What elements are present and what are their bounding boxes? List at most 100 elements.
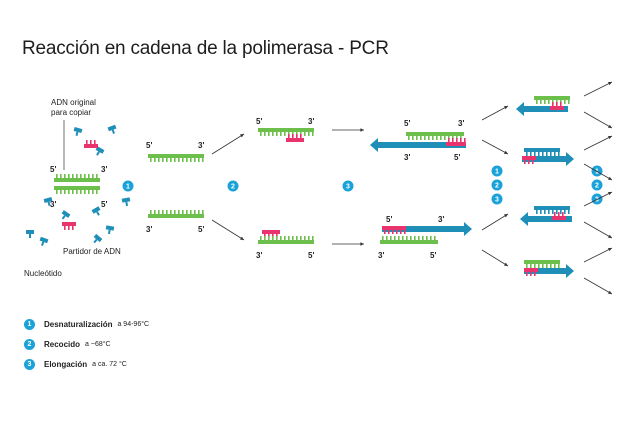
copy-template-strand-tooth	[550, 152, 552, 156]
cycle-step-2-badge	[491, 179, 503, 191]
annealed-template-bottom-tooth	[300, 236, 302, 240]
elongation-template-bottom-tooth	[414, 236, 416, 240]
copy-template-strand-tooth	[538, 264, 540, 268]
original-dna-top-strand-tooth	[84, 174, 86, 178]
original-dna-top-strand-tooth	[64, 174, 66, 178]
flow-arrow-head	[360, 242, 364, 246]
nucleotide-icon	[93, 233, 103, 244]
copy-primer	[522, 156, 536, 160]
copy-template-strand-tooth	[568, 210, 570, 214]
elongation-template-bottom-tooth	[426, 236, 428, 240]
copy-template-strand-tooth	[534, 264, 536, 268]
cycle-step-1-badge-number: 1	[495, 169, 499, 176]
original-dna-bottom-strand-tooth	[92, 190, 94, 194]
nucleotide-icon-stem	[111, 129, 115, 134]
denatured-strand-top-tooth	[174, 158, 176, 162]
legend: 1 Desnaturalización a 94-96°C 2 Recocido…	[24, 314, 149, 374]
denatured-strand-bottom-tooth	[202, 210, 204, 214]
end-label-5prime: 5'	[50, 165, 56, 174]
elongation-template-top-tooth	[428, 136, 430, 140]
nucleotide-icon	[91, 206, 101, 216]
flow-arrow	[583, 111, 613, 129]
legend-item-denaturation: 1 Desnaturalización a 94-96°C	[24, 314, 149, 334]
annealed-template-top-tooth	[280, 132, 282, 136]
cycle-step-3-badge	[591, 193, 603, 205]
end-label-5prime: 5'	[454, 153, 460, 162]
annealed-primer-bottom	[262, 230, 280, 234]
flow-arrow-head	[504, 106, 508, 110]
annealed-template-bottom-tooth	[292, 236, 294, 240]
end-label-3prime: 3'	[404, 153, 410, 162]
copy-primer-tooth	[556, 102, 558, 106]
copy-template-strand-tooth	[554, 152, 556, 156]
original-dna-top-strand-tooth	[96, 174, 98, 178]
copy-template-strand-tooth	[536, 100, 538, 104]
elongation-primer-top-tooth	[452, 138, 454, 142]
elongation-template-top-tooth	[420, 136, 422, 140]
step-2-badge-number: 2	[231, 184, 235, 191]
elongation-primer-top-tooth	[460, 138, 462, 142]
copy-template-strand-tooth	[542, 152, 544, 156]
nucleotide-icon	[105, 225, 115, 235]
elongation-template-bottom-tooth	[434, 236, 436, 240]
elongation-template-top-tooth	[424, 136, 426, 140]
annealed-template-bottom-tooth	[296, 236, 298, 240]
flow-arrow-head	[608, 234, 612, 238]
step-1-badge-number: 1	[126, 184, 130, 191]
primer-fragment-tooth	[64, 226, 66, 230]
nucleotide-icon	[107, 124, 117, 134]
copy-template-strand	[524, 260, 560, 264]
copy-primer-tooth	[526, 272, 528, 276]
copy-primer	[524, 268, 538, 272]
copy-template-strand-tooth	[558, 152, 560, 156]
nucleotide-icon-head	[39, 236, 49, 244]
primer-fragment	[84, 144, 98, 148]
original-dna-bottom-strand-tooth	[84, 190, 86, 194]
original-dna-bottom-strand-tooth	[56, 190, 58, 194]
annealed-template-bottom-tooth	[264, 236, 266, 240]
flow-arrow-head	[360, 128, 364, 132]
copy-template-strand-tooth	[544, 100, 546, 104]
elongation-template-bottom-tooth	[386, 236, 388, 240]
nucleotide-icon	[121, 197, 131, 207]
flow-arrow	[583, 81, 613, 97]
legend-step-name: Elongación	[44, 359, 88, 369]
copy-template-strand-tooth	[526, 152, 528, 156]
original-dna-top-strand-tooth	[92, 174, 94, 178]
elongation-template-bottom-tooth	[390, 236, 392, 240]
flow-arrow-head	[608, 176, 612, 180]
step-2-badge	[227, 180, 239, 192]
denatured-strand-bottom-tooth	[198, 210, 200, 214]
original-dna-bottom-strand-tooth	[96, 190, 98, 194]
copy-primer	[552, 216, 566, 220]
annealed-template-top-tooth	[260, 132, 262, 136]
elongation-primer-bottom-tooth	[404, 230, 406, 234]
flow-arrow-head	[504, 214, 508, 218]
copy-template-strand-tooth	[530, 264, 532, 268]
copy-template-strand-tooth	[530, 152, 532, 156]
copy-new-strand	[520, 212, 572, 226]
annealed-template-bottom-tooth	[272, 236, 274, 240]
elongation-primer-bottom-tooth	[384, 230, 386, 234]
elongation-template-bottom-tooth	[410, 236, 412, 240]
denatured-strand-top-tooth	[158, 158, 160, 162]
original-dna-bottom-strand-tooth	[76, 190, 78, 194]
denatured-strand-top-tooth	[170, 158, 172, 162]
step-3-badge	[342, 180, 354, 192]
elongation-template-bottom-tooth	[430, 236, 432, 240]
annealed-template-top-tooth	[276, 132, 278, 136]
copy-template-strand-tooth	[558, 264, 560, 268]
denatured-strand-top-tooth	[166, 158, 168, 162]
denatured-strand-bottom-tooth	[190, 210, 192, 214]
flow-arrow	[481, 105, 509, 121]
nucleotide-icon-stem	[96, 211, 100, 216]
copy-template-strand	[534, 96, 570, 100]
annealed-template-bottom-tooth	[304, 236, 306, 240]
copy-primer-tooth	[554, 212, 556, 216]
copy-template-strand	[524, 148, 560, 152]
nucleotide-icon-head	[105, 225, 115, 231]
end-label-5prime: 5'	[386, 215, 392, 224]
flow-arrow	[481, 249, 509, 267]
cycle-step-3-badge-number: 3	[595, 197, 599, 204]
